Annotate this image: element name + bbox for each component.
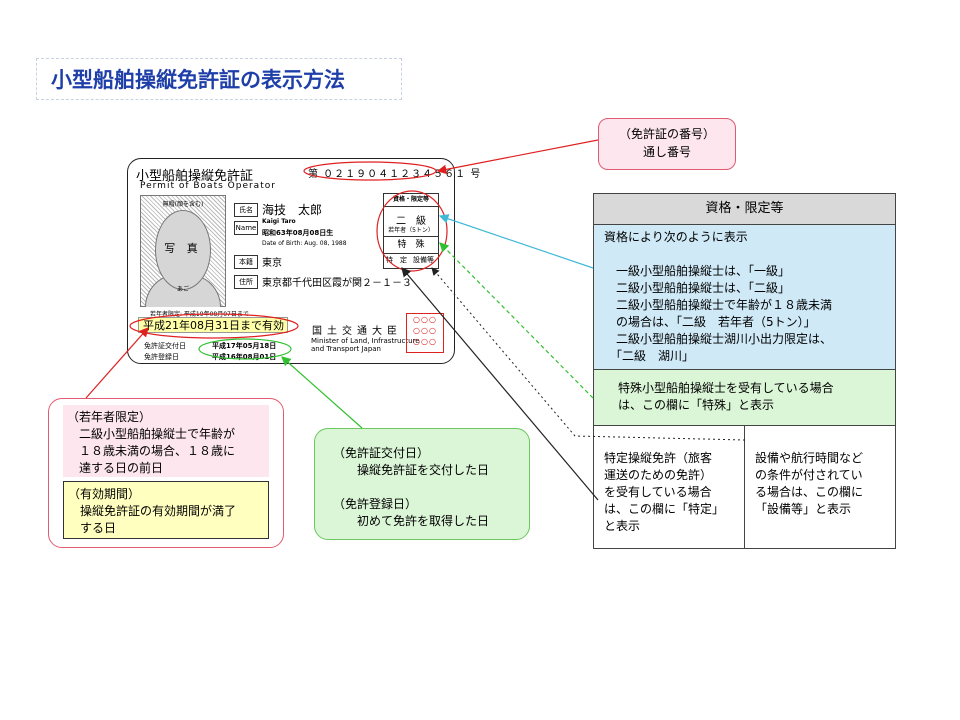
official-seal: ○○○ ○○○ ○○○ <box>406 313 444 353</box>
table-grade-section: 資格により次のように表示 一級小型船舶操縦士は、「一級」 二級小型船舶操縦士は、… <box>594 225 895 370</box>
minister-jp: 国土交通大臣 <box>312 326 402 337</box>
page-title: 小型船舶操縦免許証の表示方法 <box>36 58 402 100</box>
photo-head <box>155 210 211 290</box>
valid-arrow <box>85 327 149 399</box>
qual-young: 若年者（5トン） <box>388 227 434 234</box>
honseki-label: 本籍 <box>234 255 258 269</box>
tokushu-arrow <box>439 242 594 399</box>
birth-date-en: Date of Birth: Aug. 08, 1988 <box>262 240 347 247</box>
issue-date-label: 免許証交付日 <box>144 342 186 350</box>
photo-label: 写 真 <box>164 242 202 255</box>
valid-highlight <box>129 313 299 339</box>
name-label: 氏名 <box>234 203 258 217</box>
table-grade-text: 資格により次のように表示 一級小型船舶操縦士は、「一級」 二級小型船舶操縦士は、… <box>604 230 833 363</box>
validity-note: （有効期間） 操縦免許証の有効期間が満了 する日 <box>63 481 269 539</box>
tokutei-arrow <box>401 267 599 501</box>
card-title-jp: 小型船舶操縦免許証 <box>136 169 254 184</box>
holder-name: 海技 太郎 <box>262 203 323 217</box>
qual-grade: 二 級 <box>396 216 426 227</box>
dates-arrow <box>281 356 363 429</box>
holder-name-en: Kaigi Taro <box>262 218 296 225</box>
young-limit-note: （若年者限定） 二級小型船舶操縦士で年齢が １８歳未満の場合、１８歳に 達する日… <box>63 405 269 477</box>
dates-callout: （免許証交付日） 操縦免許証を交付した日 （免許登録日） 初めて免許を取得した日 <box>314 428 530 540</box>
address-value: 東京都千代田区霞が関２－１－３ <box>262 278 412 289</box>
number-highlight <box>303 161 437 181</box>
honseki-value: 東京 <box>262 258 282 269</box>
issue-date: 平成17年05月18日 <box>212 342 277 350</box>
registration-date-label: 免許登録日 <box>144 353 179 361</box>
dates-highlight <box>198 338 292 360</box>
name-en-label: Name <box>234 221 258 235</box>
card-title-en: Permit of Boats Operator <box>140 181 276 191</box>
qual-highlight <box>376 190 448 272</box>
table-setsubi-text: 設備や航行時間など の条件が付されてい る場合は、この欄に 「設備等」と表示 <box>755 451 864 516</box>
table-tokushu-section: 特殊小型船舶操縦士を受有している場合 は、この欄に「特殊」と表示 <box>594 370 895 426</box>
license-number: 第 ０２１９０４１２３４５６１ 号 <box>308 169 482 180</box>
table-tokutei-text: 特定操縦免許（旅客 運送のための免許） を受有している場合 は、この欄に「特定」… <box>604 451 725 533</box>
table-header: 資格・限定等 <box>594 194 895 225</box>
qual-tokushu: 特 殊 <box>384 236 438 254</box>
validity-note-text: （有効期間） 操縦免許証の有効期間が満了 する日 <box>68 487 237 535</box>
photo-area: 無帽(顔を含む) 写 真 あご <box>140 195 226 307</box>
photo-chin-label: あご <box>176 286 189 293</box>
license-card: 小型船舶操縦免許証 Permit of Boats Operator 第 ０２１… <box>127 158 480 364</box>
table-tokushu-text: 特殊小型船舶操縦士を受有している場合 は、この欄に「特殊」と表示 <box>618 381 834 412</box>
dates-callout-text: （免許証交付日） 操縦免許証を交付した日 （免許登録日） 初めて免許を取得した日 <box>333 446 490 528</box>
qual-tokutei: 特 定 <box>386 256 407 264</box>
setsubi-arrow <box>431 267 746 441</box>
address-label: 住所 <box>234 275 258 289</box>
young-limit-note-text: （若年者限定） 二級小型船舶操縦士で年齢が １８歳未満の場合、１８歳に 達する日… <box>67 410 236 475</box>
license-number-callout: （免許証の番号） 通し番号 <box>598 118 736 170</box>
qualification-table: 資格・限定等 資格により次のように表示 一級小型船舶操縦士は、「一級」 二級小型… <box>593 193 896 549</box>
valid-until: 平成21年08月31日まで有効 <box>138 317 288 333</box>
qualification-box: 資格・限定等 二 級 若年者（5トン） 特 殊 特 定 設備等 <box>383 193 439 269</box>
qual-setsubi: 設備等 <box>413 256 434 264</box>
license-number-callout-text: （免許証の番号） 通し番号 <box>618 127 715 159</box>
registration-date: 平成16年08月01日 <box>212 353 277 361</box>
photo-caption: 無帽(顔を含む) <box>162 201 204 208</box>
qual-header: 資格・限定等 <box>384 194 438 207</box>
birth-date: 昭和63年08月08日生 <box>262 229 334 237</box>
grade-arrow <box>438 214 594 269</box>
minister-en: Minister of Land, Infrastructure and Tra… <box>311 337 420 353</box>
number-arrow <box>436 139 599 175</box>
young-validity-callout: （若年者限定） 二級小型船舶操縦士で年齢が １８歳未満の場合、１８歳に 達する日… <box>48 398 284 548</box>
table-tokutei-section: 特定操縦免許（旅客 運送のための免許） を受有している場合 は、この欄に「特定」… <box>594 426 745 548</box>
table-setsubi-section: 設備や航行時間など の条件が付されてい る場合は、この欄に 「設備等」と表示 <box>745 426 895 548</box>
